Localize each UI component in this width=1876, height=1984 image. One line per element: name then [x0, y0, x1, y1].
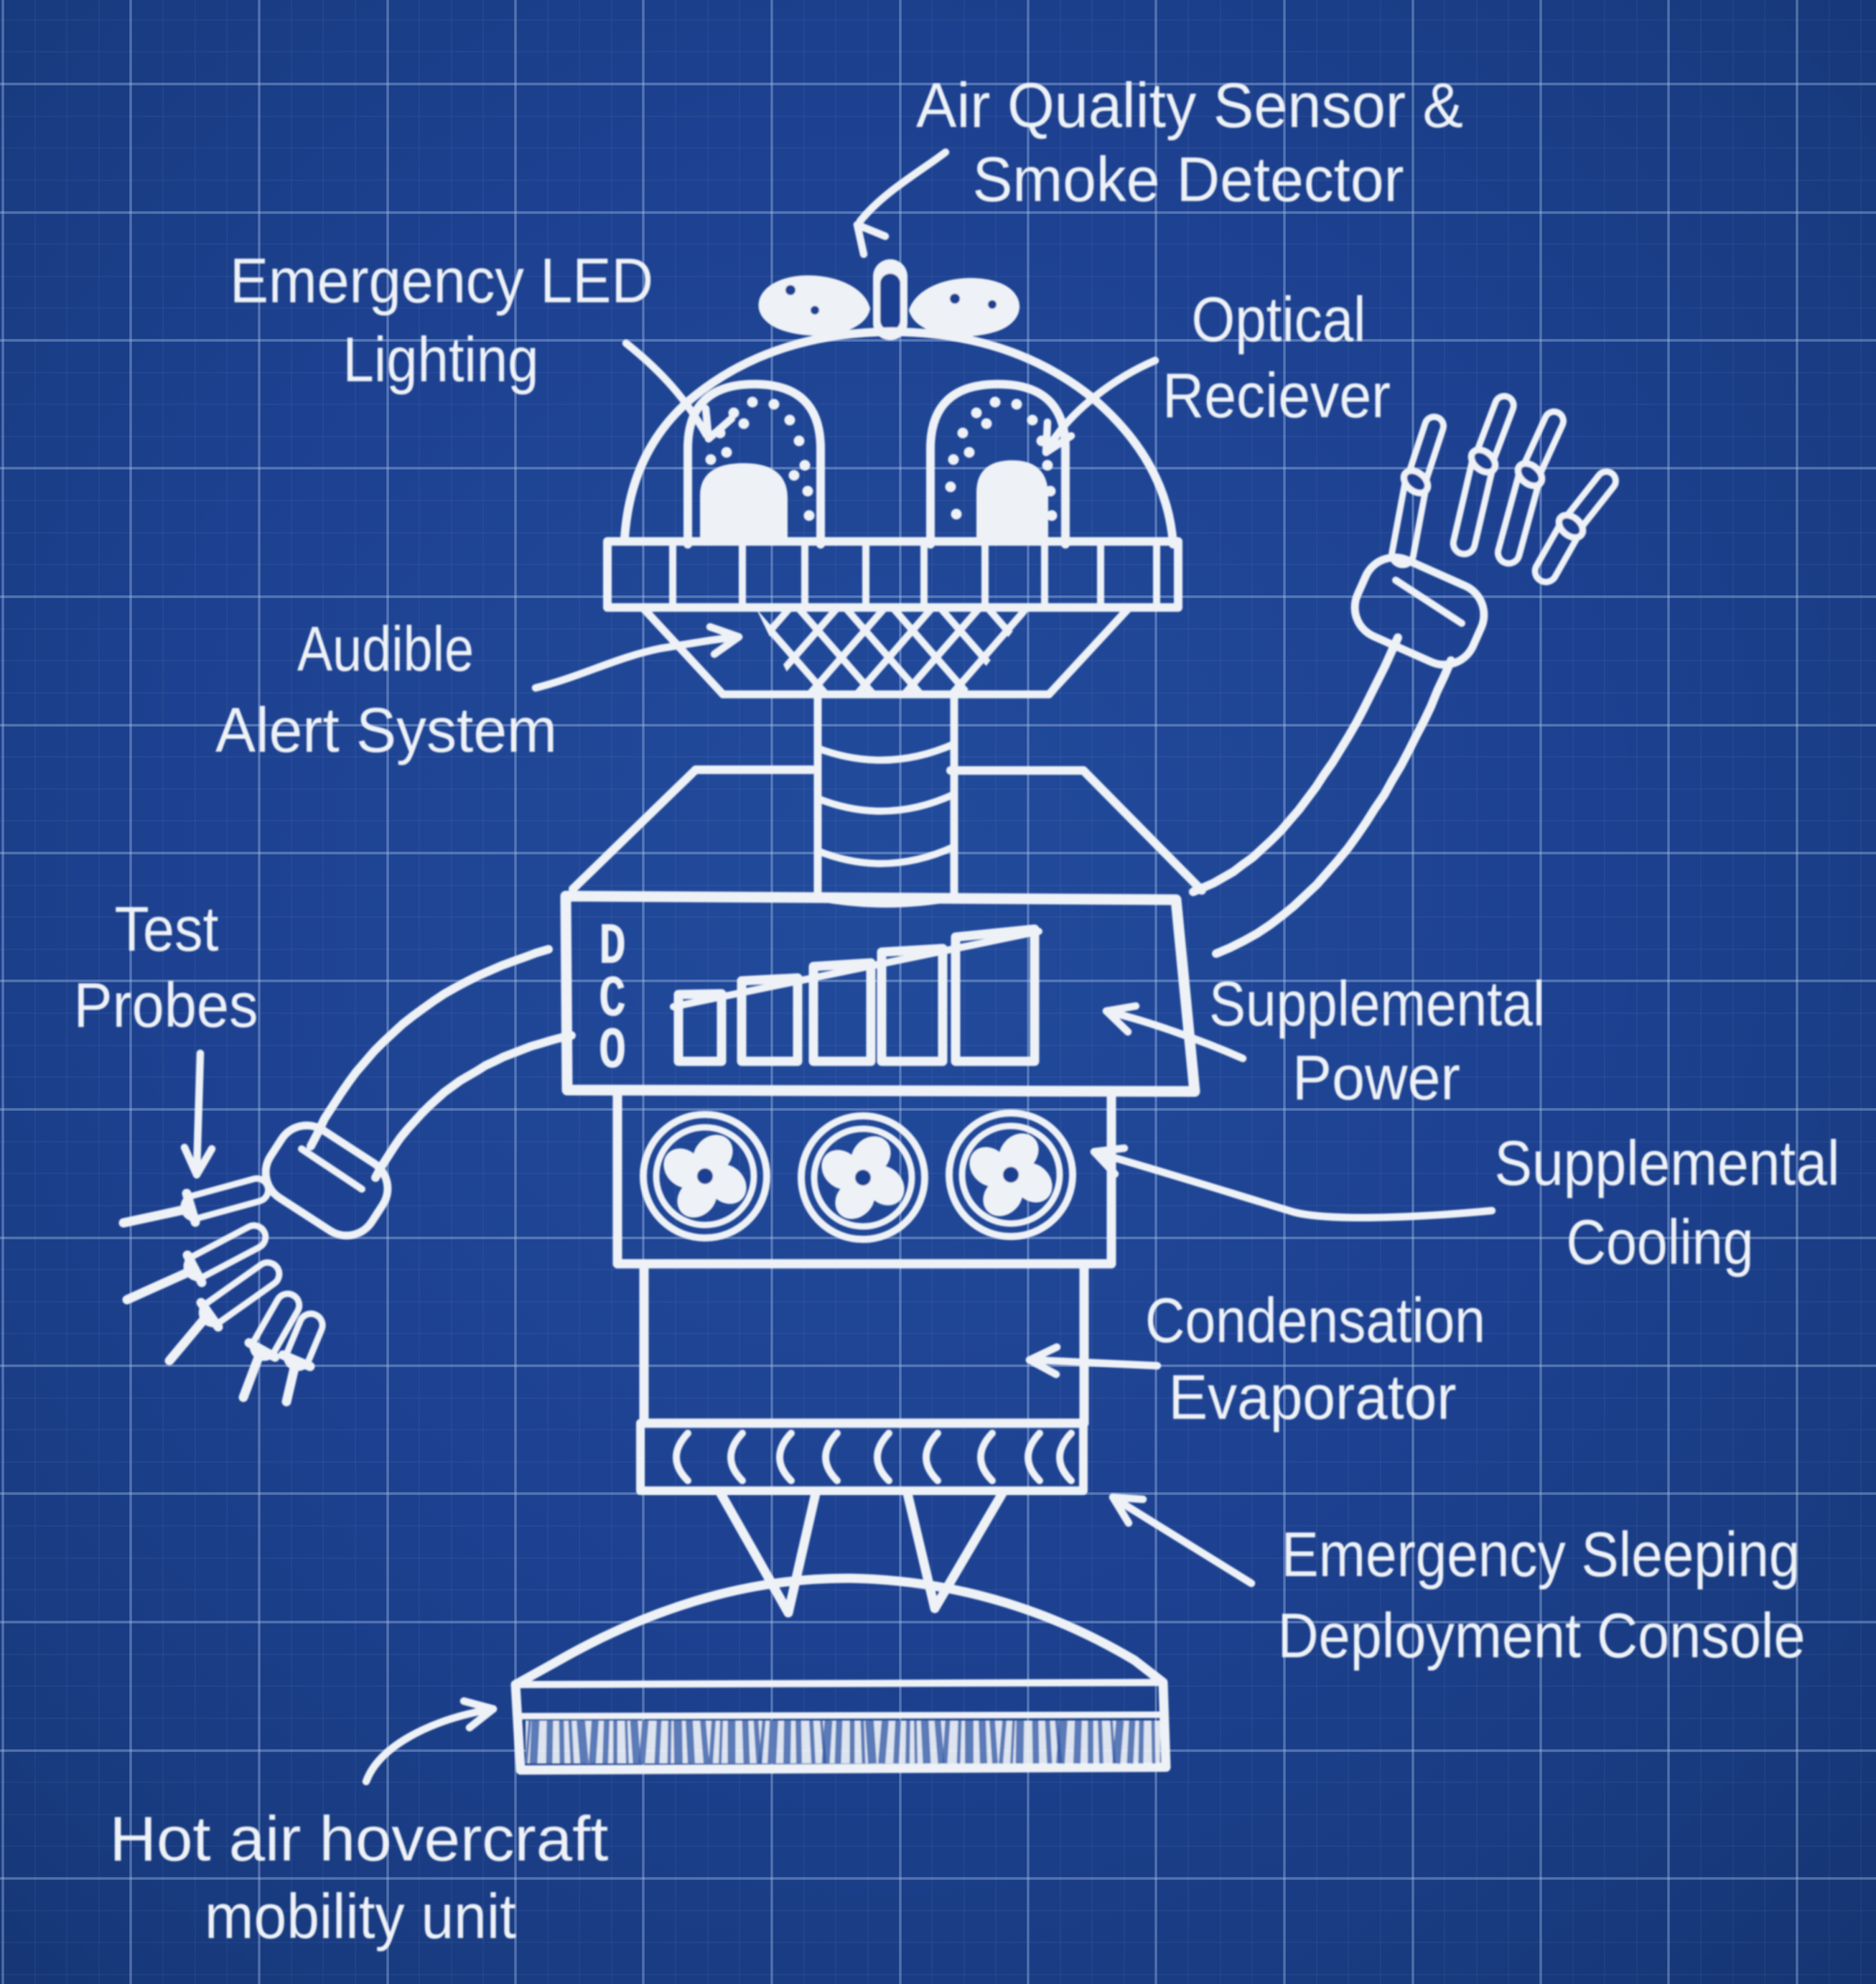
- svg-text:Supplemental: Supplemental: [1495, 1127, 1840, 1198]
- svg-text:Emergency Sleeping: Emergency Sleeping: [1282, 1519, 1801, 1590]
- svg-text:Audible: Audible: [297, 613, 474, 684]
- svg-text:Test: Test: [115, 893, 219, 964]
- svg-text:Emergency LED: Emergency LED: [230, 245, 653, 316]
- svg-text:Optical: Optical: [1192, 284, 1366, 355]
- svg-text:O: O: [599, 1018, 626, 1085]
- svg-text:Hot air hovercraft: Hot air hovercraft: [110, 1803, 609, 1874]
- svg-text:Cooling: Cooling: [1567, 1206, 1754, 1277]
- svg-text:Evaporator: Evaporator: [1169, 1361, 1457, 1433]
- svg-text:Alert System: Alert System: [215, 694, 557, 765]
- svg-text:Smoke Detector: Smoke Detector: [973, 144, 1404, 215]
- svg-text:Air Quality Sensor &: Air Quality Sensor &: [916, 70, 1463, 141]
- svg-text:mobility unit: mobility unit: [205, 1881, 516, 1952]
- svg-text:Power: Power: [1292, 1042, 1460, 1113]
- svg-text:D: D: [599, 914, 626, 981]
- svg-text:Probes: Probes: [74, 969, 258, 1040]
- svg-text:C: C: [599, 967, 626, 1033]
- svg-text:Condensation: Condensation: [1145, 1285, 1485, 1356]
- svg-text:Reciever: Reciever: [1162, 360, 1391, 431]
- svg-text:Supplemental: Supplemental: [1209, 968, 1545, 1039]
- svg-text:Deployment Console: Deployment Console: [1278, 1600, 1806, 1671]
- svg-text:Lighting: Lighting: [343, 324, 539, 395]
